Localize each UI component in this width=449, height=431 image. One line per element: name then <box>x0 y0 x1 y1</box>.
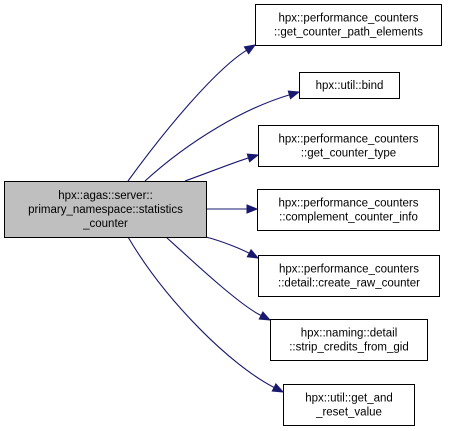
edge-arrowhead <box>271 383 285 393</box>
node-hpx-performance-counters-complement-counter-info-label-line: ::complement_counter_info <box>279 212 418 224</box>
edge-arrowhead <box>246 153 260 163</box>
node-source-statistics-counter[interactable]: hpx::agas::server::primary_namespace::st… <box>4 181 207 238</box>
node-hpx-util-get-and-reset-value[interactable]: hpx::util::get_and_reset_value <box>283 384 415 426</box>
edge-arrowhead <box>246 204 259 214</box>
node-hpx-performance-counters-get-counter-path-elements-label-line: hpx::performance_counters <box>279 13 419 25</box>
node-hpx-naming-detail-strip-credits-from-gid-box <box>270 319 428 361</box>
node-hpx-performance-counters-get-counter-type-label-line: ::get_counter_type <box>301 148 396 160</box>
node-hpx-performance-counters-complement-counter-info-box <box>257 189 440 231</box>
node-hpx-util-get-and-reset-value-label-line: _reset_value <box>315 407 382 419</box>
edge-arrowhead <box>243 44 257 55</box>
node-hpx-util-bind[interactable]: hpx::util::bind <box>299 72 400 99</box>
node-hpx-naming-detail-strip-credits-from-gid-label-line: ::strip_credits_from_gid <box>289 342 409 354</box>
call-nodes: hpx::agas::server::primary_namespace::st… <box>4 4 442 426</box>
node-hpx-naming-detail-strip-credits-from-gid[interactable]: hpx::naming::detail::strip_credits_from_… <box>270 319 428 361</box>
call-edge <box>206 204 259 214</box>
node-hpx-performance-counters-get-counter-type[interactable]: hpx::performance_counters::get_counter_t… <box>258 125 439 167</box>
node-hpx-performance-counters-get-counter-type-box <box>258 125 439 167</box>
call-edge <box>127 236 285 393</box>
edge-arrowhead <box>246 248 260 259</box>
edge-line <box>144 94 290 182</box>
call-edge <box>205 236 260 259</box>
node-source-statistics-counter-label-line: hpx::agas::server:: <box>58 190 153 202</box>
node-hpx-performance-counters-complement-counter-info[interactable]: hpx::performance_counters::complement_co… <box>257 189 440 231</box>
edge-arrowhead <box>258 311 272 321</box>
node-hpx-performance-counters-detail-create-raw-counter[interactable]: hpx::performance_counters::detail::creat… <box>258 255 440 297</box>
node-source-statistics-counter-box <box>4 181 207 238</box>
edge-line <box>127 49 247 182</box>
node-hpx-performance-counters-get-counter-path-elements-box <box>255 4 442 46</box>
call-edge <box>165 236 272 321</box>
edge-line <box>165 236 262 317</box>
node-hpx-performance-counters-get-counter-path-elements[interactable]: hpx::performance_counters::get_counter_p… <box>255 4 442 46</box>
node-hpx-performance-counters-get-counter-path-elements-label-line: ::get_counter_path_elements <box>274 27 423 39</box>
node-hpx-util-bind-box <box>299 72 400 99</box>
edge-line <box>205 236 250 254</box>
node-source-statistics-counter-label-line: primary_namespace::statistics <box>28 204 183 216</box>
edge-line <box>127 236 275 388</box>
call-edge <box>184 153 260 182</box>
call-edge <box>127 44 257 182</box>
node-hpx-performance-counters-detail-create-raw-counter-label-line: hpx::performance_counters <box>279 264 419 276</box>
node-hpx-util-bind-label-line: hpx::util::bind <box>316 80 384 92</box>
node-hpx-performance-counters-detail-create-raw-counter-box <box>258 255 440 297</box>
node-hpx-util-get-and-reset-value-box <box>283 384 415 426</box>
node-hpx-performance-counters-complement-counter-info-label-line: hpx::performance_counters <box>279 198 419 210</box>
edge-line <box>184 157 249 182</box>
node-source-statistics-counter-label-line: _counter <box>82 218 128 230</box>
call-edge <box>144 90 301 182</box>
node-hpx-performance-counters-detail-create-raw-counter-label-line: ::detail::create_raw_counter <box>278 278 420 290</box>
call-edges <box>127 44 301 393</box>
edge-arrowhead <box>287 90 301 100</box>
node-hpx-performance-counters-get-counter-type-label-line: hpx::performance_counters <box>279 134 419 146</box>
node-hpx-util-get-and-reset-value-label-line: hpx::util::get_and <box>305 393 393 405</box>
node-hpx-naming-detail-strip-credits-from-gid-label-line: hpx::naming::detail <box>301 328 398 340</box>
